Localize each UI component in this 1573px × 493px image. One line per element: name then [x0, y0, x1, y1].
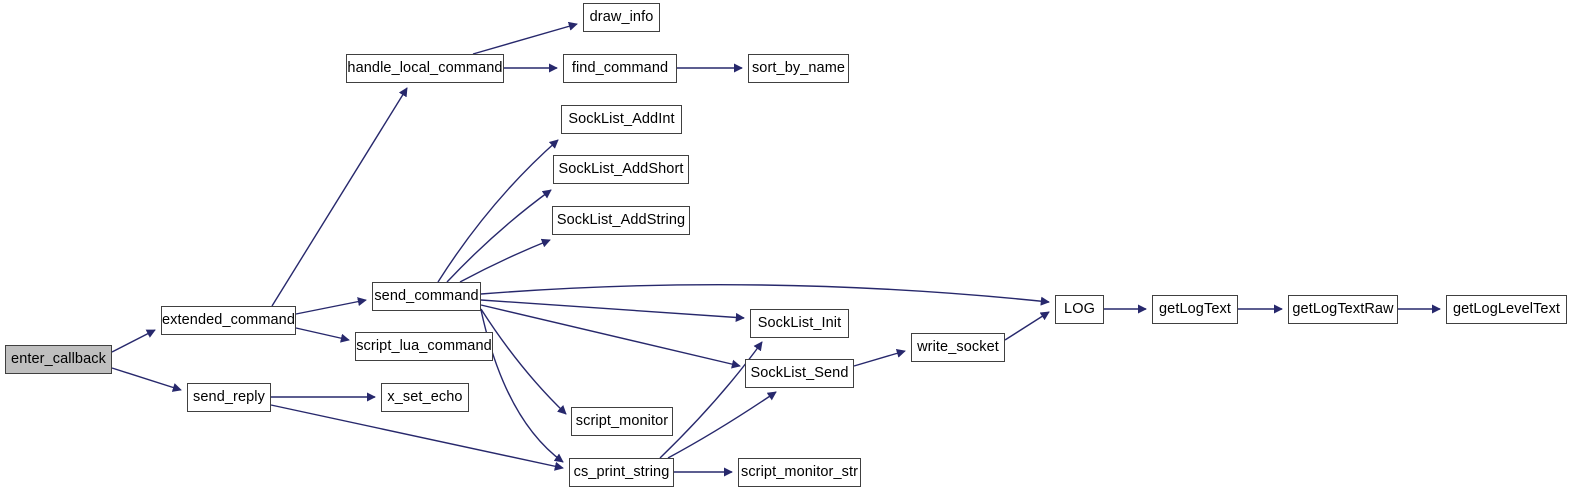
- node-label: getLogLevelText: [1452, 301, 1561, 318]
- node-sort_by_name[interactable]: sort_by_name: [748, 54, 849, 83]
- node-send_reply[interactable]: send_reply: [187, 383, 271, 412]
- node-send_command[interactable]: send_command: [372, 282, 481, 311]
- node-SockList_AddString[interactable]: SockList_AddString: [552, 206, 690, 235]
- node-label: send_reply: [193, 389, 265, 406]
- node-label: sort_by_name: [751, 60, 846, 77]
- node-label: SockList_AddString: [556, 212, 686, 229]
- edge-extended_command-to-handle_local_command: [271, 87, 408, 307]
- edge-SockList_Send-to-write_socket: [853, 348, 906, 367]
- edge-send_command-to-LOG: [480, 283, 1050, 306]
- node-label: enter_callback: [11, 351, 106, 368]
- edge-handle_local_command-to-draw_info: [472, 21, 578, 55]
- node-getLogText[interactable]: getLogText: [1152, 295, 1238, 324]
- node-label: SockList_AddInt: [568, 111, 675, 128]
- node-cs_print_string[interactable]: cs_print_string: [569, 458, 674, 487]
- edge-send_command-to-script_monitor: [480, 308, 567, 415]
- node-label: x_set_echo: [387, 389, 463, 406]
- edge-send_command-to-SockList_AddInt: [437, 139, 559, 283]
- node-extended_command[interactable]: extended_command: [161, 306, 296, 335]
- node-script_lua_command[interactable]: script_lua_command: [355, 332, 493, 361]
- node-label: extended_command: [162, 312, 295, 329]
- node-label: SockList_Send: [750, 365, 849, 382]
- node-label: send_command: [374, 288, 479, 305]
- node-label: SockList_Init: [757, 315, 842, 332]
- edge-enter_callback-to-send_reply: [111, 367, 182, 392]
- edge-write_socket-to-LOG: [1004, 311, 1050, 341]
- edges-group: [111, 21, 1441, 477]
- node-SockList_AddShort[interactable]: SockList_AddShort: [553, 155, 689, 184]
- node-handle_local_command[interactable]: handle_local_command: [346, 54, 504, 83]
- edge-extended_command-to-send_command: [295, 297, 367, 315]
- node-label: cs_print_string: [573, 464, 670, 481]
- node-label: SockList_AddShort: [558, 161, 684, 178]
- node-label: LOG: [1064, 301, 1095, 318]
- node-SockList_Init[interactable]: SockList_Init: [750, 309, 849, 338]
- node-label: script_monitor_str: [740, 464, 859, 481]
- node-SockList_Send[interactable]: SockList_Send: [745, 359, 854, 388]
- edge-send_command-to-SockList_Init: [480, 299, 745, 322]
- node-label: script_monitor: [575, 413, 669, 430]
- node-label: write_socket: [917, 339, 999, 356]
- node-label: getLogTextRaw: [1292, 301, 1394, 318]
- node-script_monitor_str[interactable]: script_monitor_str: [738, 458, 861, 487]
- edge-extended_command-to-script_lua_command: [295, 327, 350, 343]
- edge-send_command-to-SockList_AddShort: [446, 189, 552, 283]
- edge-send_reply-to-cs_print_string: [270, 404, 564, 471]
- node-label: draw_info: [589, 9, 654, 26]
- node-LOG[interactable]: LOG: [1055, 295, 1104, 324]
- edge-enter_callback-to-extended_command: [111, 329, 156, 353]
- node-enter_callback[interactable]: enter_callback: [5, 345, 112, 374]
- edge-cs_print_string-to-SockList_Send: [667, 391, 777, 459]
- node-label: find_command: [571, 60, 669, 77]
- node-label: script_lua_command: [356, 338, 492, 355]
- node-draw_info[interactable]: draw_info: [583, 3, 660, 32]
- node-SockList_AddInt[interactable]: SockList_AddInt: [561, 105, 682, 134]
- node-x_set_echo[interactable]: x_set_echo: [381, 383, 469, 412]
- node-script_monitor[interactable]: script_monitor: [571, 407, 673, 436]
- node-write_socket[interactable]: write_socket: [911, 333, 1005, 362]
- edge-send_command-to-cs_print_string: [480, 309, 564, 463]
- edge-send_command-to-SockList_AddString: [459, 238, 551, 283]
- edge-send_command-to-SockList_Send: [480, 304, 741, 369]
- node-find_command[interactable]: find_command: [563, 54, 677, 83]
- node-label: getLogText: [1159, 301, 1231, 318]
- node-getLogLevelText[interactable]: getLogLevelText: [1446, 295, 1567, 324]
- node-getLogTextRaw[interactable]: getLogTextRaw: [1288, 295, 1398, 324]
- node-label: handle_local_command: [347, 60, 503, 77]
